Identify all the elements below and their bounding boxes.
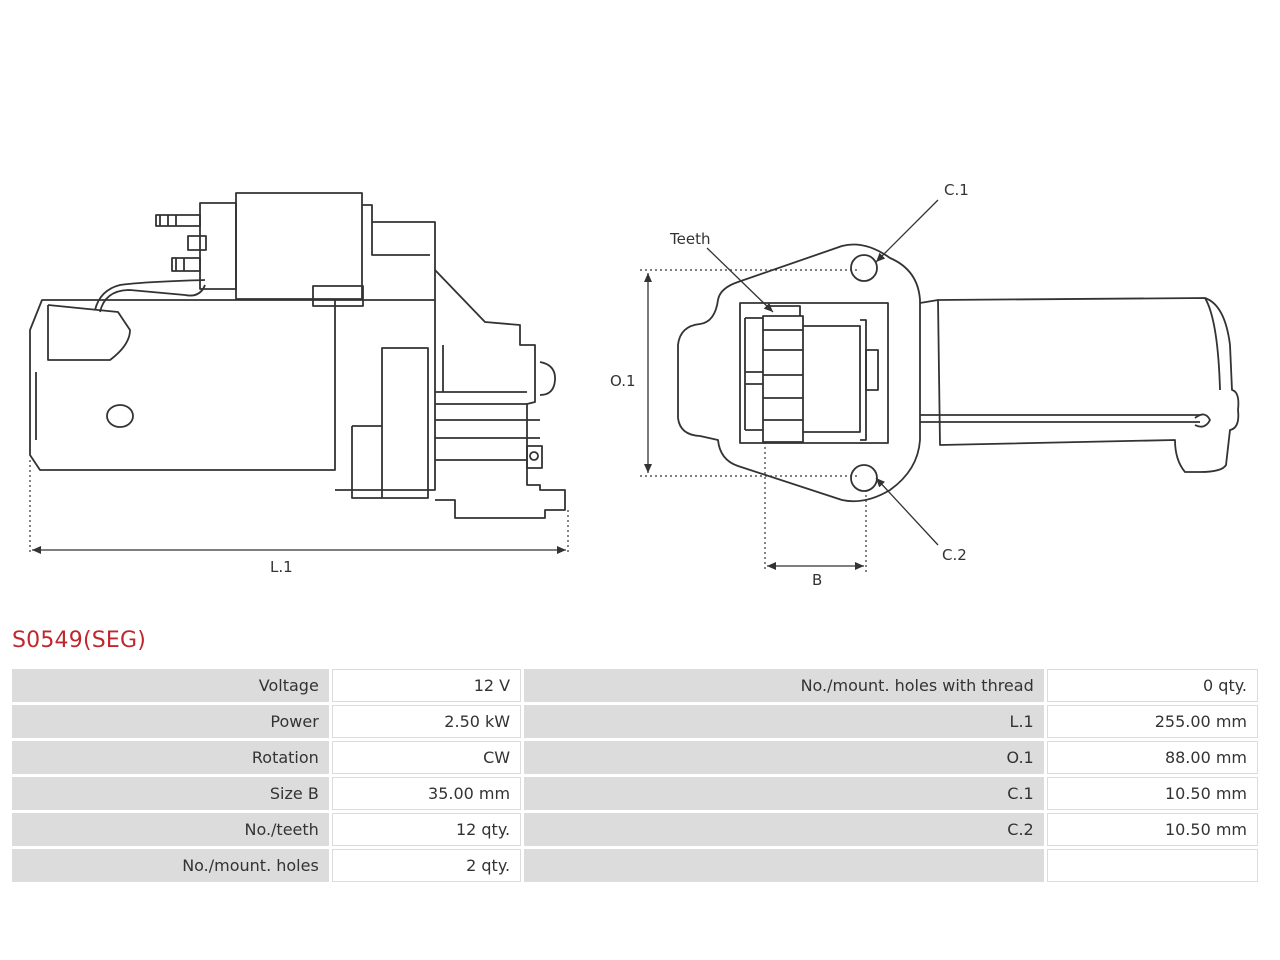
spec-value: 12 V xyxy=(331,669,522,702)
dimension-label-c1: C.1 xyxy=(944,181,969,199)
spec-value: 12 qty. xyxy=(331,813,522,846)
spec-table: Voltage 12 V No./mount. holes with threa… xyxy=(9,666,1261,885)
spec-value: 2.50 kW xyxy=(331,705,522,738)
spec-value: 88.00 mm xyxy=(1046,741,1258,774)
spec-value: 10.50 mm xyxy=(1046,777,1258,810)
technical-drawing: L.1 O.1 B C.1 C.2 Teeth xyxy=(29,181,1240,589)
spec-label: L.1 xyxy=(524,705,1044,738)
dimension-label-o1: O.1 xyxy=(610,372,636,390)
spec-label: C.1 xyxy=(524,777,1044,810)
dimension-label-teeth: Teeth xyxy=(669,230,710,248)
spec-value: 10.50 mm xyxy=(1046,813,1258,846)
table-row: No./mount. holes 2 qty. xyxy=(12,849,1258,882)
table-row: Voltage 12 V No./mount. holes with threa… xyxy=(12,669,1258,702)
table-row: Size B 35.00 mm C.1 10.50 mm xyxy=(12,777,1258,810)
spec-value: 0 qty. xyxy=(1046,669,1258,702)
dimension-label-l1: L.1 xyxy=(270,558,293,576)
spec-label: No./teeth xyxy=(12,813,329,846)
dimension-label-b: B xyxy=(812,571,822,589)
spec-label: Size B xyxy=(12,777,329,810)
spec-value: CW xyxy=(331,741,522,774)
spec-label: C.2 xyxy=(524,813,1044,846)
starter-motor-diagram: L.1 O.1 B C.1 C.2 Teeth xyxy=(29,181,1240,589)
spec-label: Power xyxy=(12,705,329,738)
spec-label: O.1 xyxy=(524,741,1044,774)
table-row: No./teeth 12 qty. C.2 10.50 mm xyxy=(12,813,1258,846)
end-view xyxy=(640,199,1240,572)
side-view xyxy=(29,192,569,555)
spec-label: Voltage xyxy=(12,669,329,702)
spec-label: No./mount. holes with thread xyxy=(524,669,1044,702)
spec-label xyxy=(524,849,1044,882)
spec-value: 2 qty. xyxy=(331,849,522,882)
spec-value xyxy=(1046,849,1258,882)
spec-label: No./mount. holes xyxy=(12,849,329,882)
spec-label: Rotation xyxy=(12,741,329,774)
dimension-label-c2: C.2 xyxy=(942,546,967,564)
part-number-title: S0549(SEG) xyxy=(12,628,147,653)
table-row: Rotation CW O.1 88.00 mm xyxy=(12,741,1258,774)
table-row: Power 2.50 kW L.1 255.00 mm xyxy=(12,705,1258,738)
spec-value: 255.00 mm xyxy=(1046,705,1258,738)
spec-value: 35.00 mm xyxy=(331,777,522,810)
